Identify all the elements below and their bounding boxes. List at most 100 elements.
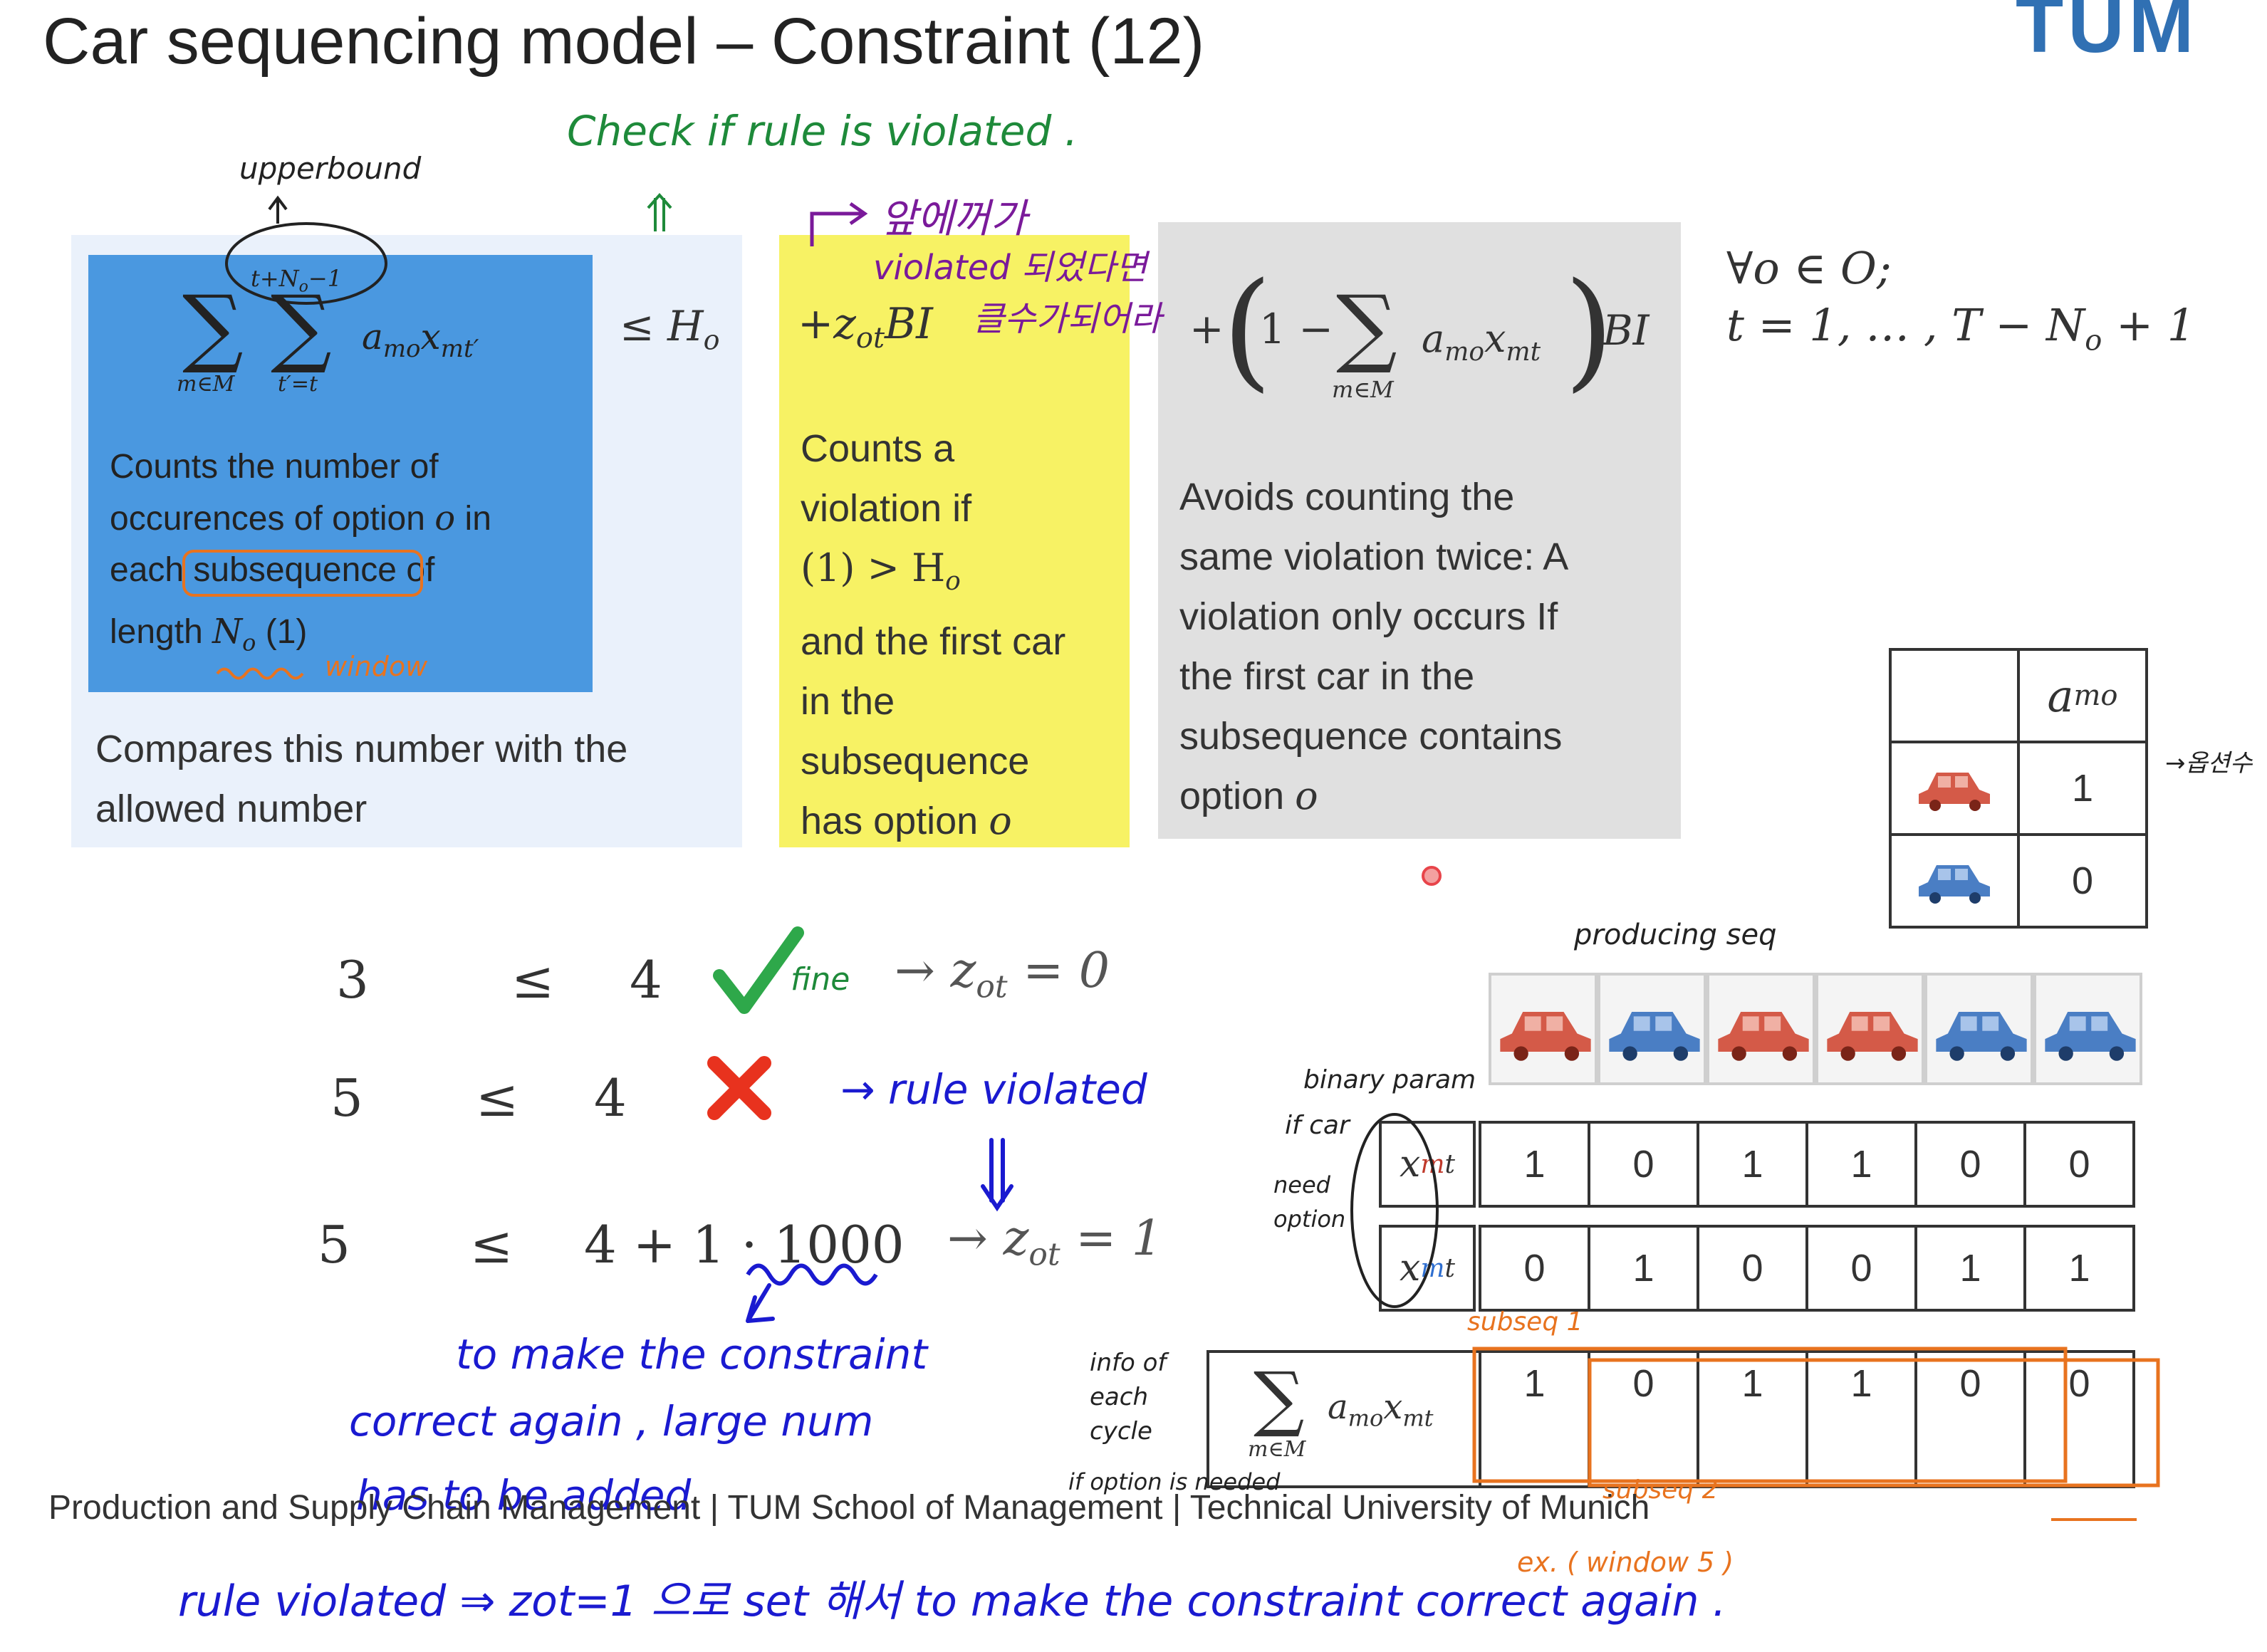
x-red-cell-3: 1	[1697, 1121, 1808, 1208]
example-2-lhs: 5	[330, 1068, 363, 1128]
x-blue-cell-2: 1	[1588, 1225, 1699, 1312]
violation-panel-text: Counts a violation if (1) > Ho and the f…	[801, 427, 1066, 843]
x-red-cell-4: 1	[1805, 1121, 1917, 1208]
x-red-cell-6: 0	[2023, 1121, 2135, 1208]
subsequence-underline	[182, 550, 423, 597]
amo-table-red-car-cell	[1889, 741, 2020, 836]
make-correct-note-1: to make the constraint	[456, 1330, 928, 1379]
gray-sum-term: amoxmt	[1422, 316, 1541, 367]
example-3-rhs: 4 + 1 · 1000	[584, 1215, 905, 1275]
zot-bi-term: +zotBI	[798, 299, 933, 355]
forall-line-1: ∀o ∈ O;	[1726, 242, 1892, 294]
korean-arrow	[810, 202, 868, 246]
sum-term: amoxmt′	[362, 316, 479, 363]
cross-icon	[707, 1056, 771, 1120]
upper-bound-note: upperbound	[239, 151, 422, 186]
blue-car-icon	[1609, 1012, 1700, 1061]
info-each-cycle-note: info of each cycle	[1090, 1349, 1167, 1446]
car-slot-2	[1598, 973, 1706, 1085]
example-3-lhs: 5	[318, 1215, 350, 1275]
squiggle-mark	[746, 1263, 878, 1323]
sum-upper-limit: t+No−1	[251, 265, 343, 296]
count-panel	[88, 255, 593, 692]
amo-table-blue-car-cell	[1889, 833, 2020, 929]
gray-plus: +	[1189, 305, 1224, 353]
red-car-icon	[1500, 1012, 1591, 1061]
gray-right-paren: )	[1564, 256, 1615, 404]
if-car-note: if car	[1285, 1111, 1350, 1140]
gray-panel-text: Avoids counting the same violation twice…	[1179, 476, 1569, 818]
amo-table-blue-value: 0	[2017, 833, 2148, 929]
sum-row-lower: m∈M	[1248, 1437, 1306, 1462]
compare-panel-text: Compares this number with the allowed nu…	[95, 728, 628, 830]
example-1-rhs: 4	[630, 950, 662, 1010]
gray-left-paren: (	[1222, 256, 1273, 404]
subseq1-note: subseq 1	[1467, 1307, 1583, 1337]
example-3-op: ≤	[470, 1215, 514, 1275]
subsequence-windows	[1472, 1347, 2160, 1521]
inner-sum-lower: t′=t	[278, 372, 318, 397]
car-slot-3	[1706, 973, 1815, 1085]
x-blue-cell-6: 1	[2023, 1225, 2135, 1312]
bottom-note: rule violated ⇒ zot=1 으로 set 해서 to make …	[178, 1577, 1726, 1626]
gray-sum-lower: m∈M	[1332, 376, 1394, 403]
binary-param-note: binary param	[1303, 1065, 1476, 1094]
x-blue-cell-3: 0	[1697, 1225, 1808, 1312]
amo-table-corner	[1889, 648, 2020, 743]
x-blue-cell-5: 1	[1914, 1225, 2026, 1312]
red-car-icon	[1827, 1012, 1918, 1061]
fine-note: fine	[791, 961, 850, 998]
make-correct-note-3: has to be added	[356, 1471, 692, 1520]
slide-footer: Production and Supply Chain Management |…	[48, 1489, 1650, 1527]
example-1-result: → zot = 0	[895, 943, 1110, 1005]
down-arrow-icon	[981, 1138, 1013, 1212]
subseq2-note: subseq 2	[1602, 1475, 1719, 1505]
gray-one-minus: 1 −	[1259, 305, 1333, 353]
red-car-icon	[1718, 1012, 1809, 1061]
check-icon	[713, 926, 804, 1014]
car-slot-1	[1489, 973, 1598, 1085]
x-blue-cell-1: 0	[1479, 1225, 1590, 1312]
red-car-icon	[1919, 773, 1990, 811]
korean-note-1: 앞에꺼가	[880, 196, 1028, 242]
sum-row-sigma: ∑	[1254, 1356, 1305, 1440]
amo-table-red-value: 1	[2017, 741, 2148, 836]
korean-note-2: violated 되었다면	[873, 248, 1147, 288]
producing-seq-note: producing seq	[1574, 919, 1777, 951]
outer-sum-lower: m∈M	[177, 372, 235, 397]
blue-car-icon	[1919, 865, 1990, 904]
example-1-op: ≤	[511, 950, 555, 1010]
inner-sum-sigma: ∑	[271, 278, 332, 377]
example-2-op: ≤	[476, 1068, 519, 1128]
blue-car-icon	[1936, 1012, 2027, 1061]
car-slot-6	[2033, 973, 2142, 1085]
violation-panel	[779, 235, 1130, 847]
x-red-cell-1: 1	[1479, 1121, 1590, 1208]
x-label-circle	[1350, 1113, 1439, 1308]
korean-note-3: 클수가되어라	[973, 299, 1162, 339]
leq-h-term: ≤ Ho	[620, 302, 720, 356]
avoid-double-panel	[1158, 222, 1681, 839]
make-correct-note-2: correct again , large num	[349, 1397, 874, 1446]
if-option-needed-note: if option is needed	[1068, 1468, 1281, 1495]
upper-bound-circle	[225, 195, 387, 305]
slide-title: Car sequencing model – Constraint (12)	[43, 5, 1205, 78]
example-1-lhs: 3	[336, 950, 369, 1010]
pointer-dot	[1422, 866, 1442, 886]
car-slot-4	[1815, 973, 1924, 1085]
example-3-result: → zot = 1	[947, 1211, 1163, 1273]
x-red-cell-2: 0	[1588, 1121, 1699, 1208]
sum-row-label: ∑ m∈M amoxmt	[1207, 1350, 1481, 1488]
gray-bi: BI	[1602, 306, 1650, 355]
outer-sum-sigma: ∑	[182, 278, 244, 377]
rule-violated-note: → rule violated	[840, 1065, 1147, 1114]
window-note: window	[325, 651, 428, 682]
need-option-note: need option	[1273, 1171, 1346, 1233]
sum-row-term: amoxmt	[1328, 1387, 1434, 1432]
x-red-cell-5: 0	[1914, 1121, 2026, 1208]
window-ex-note: ex. ( window 5 )	[1517, 1547, 1734, 1578]
amo-note: →옵션수	[2165, 749, 2253, 778]
x-blue-cell-4: 0	[1805, 1225, 1917, 1312]
